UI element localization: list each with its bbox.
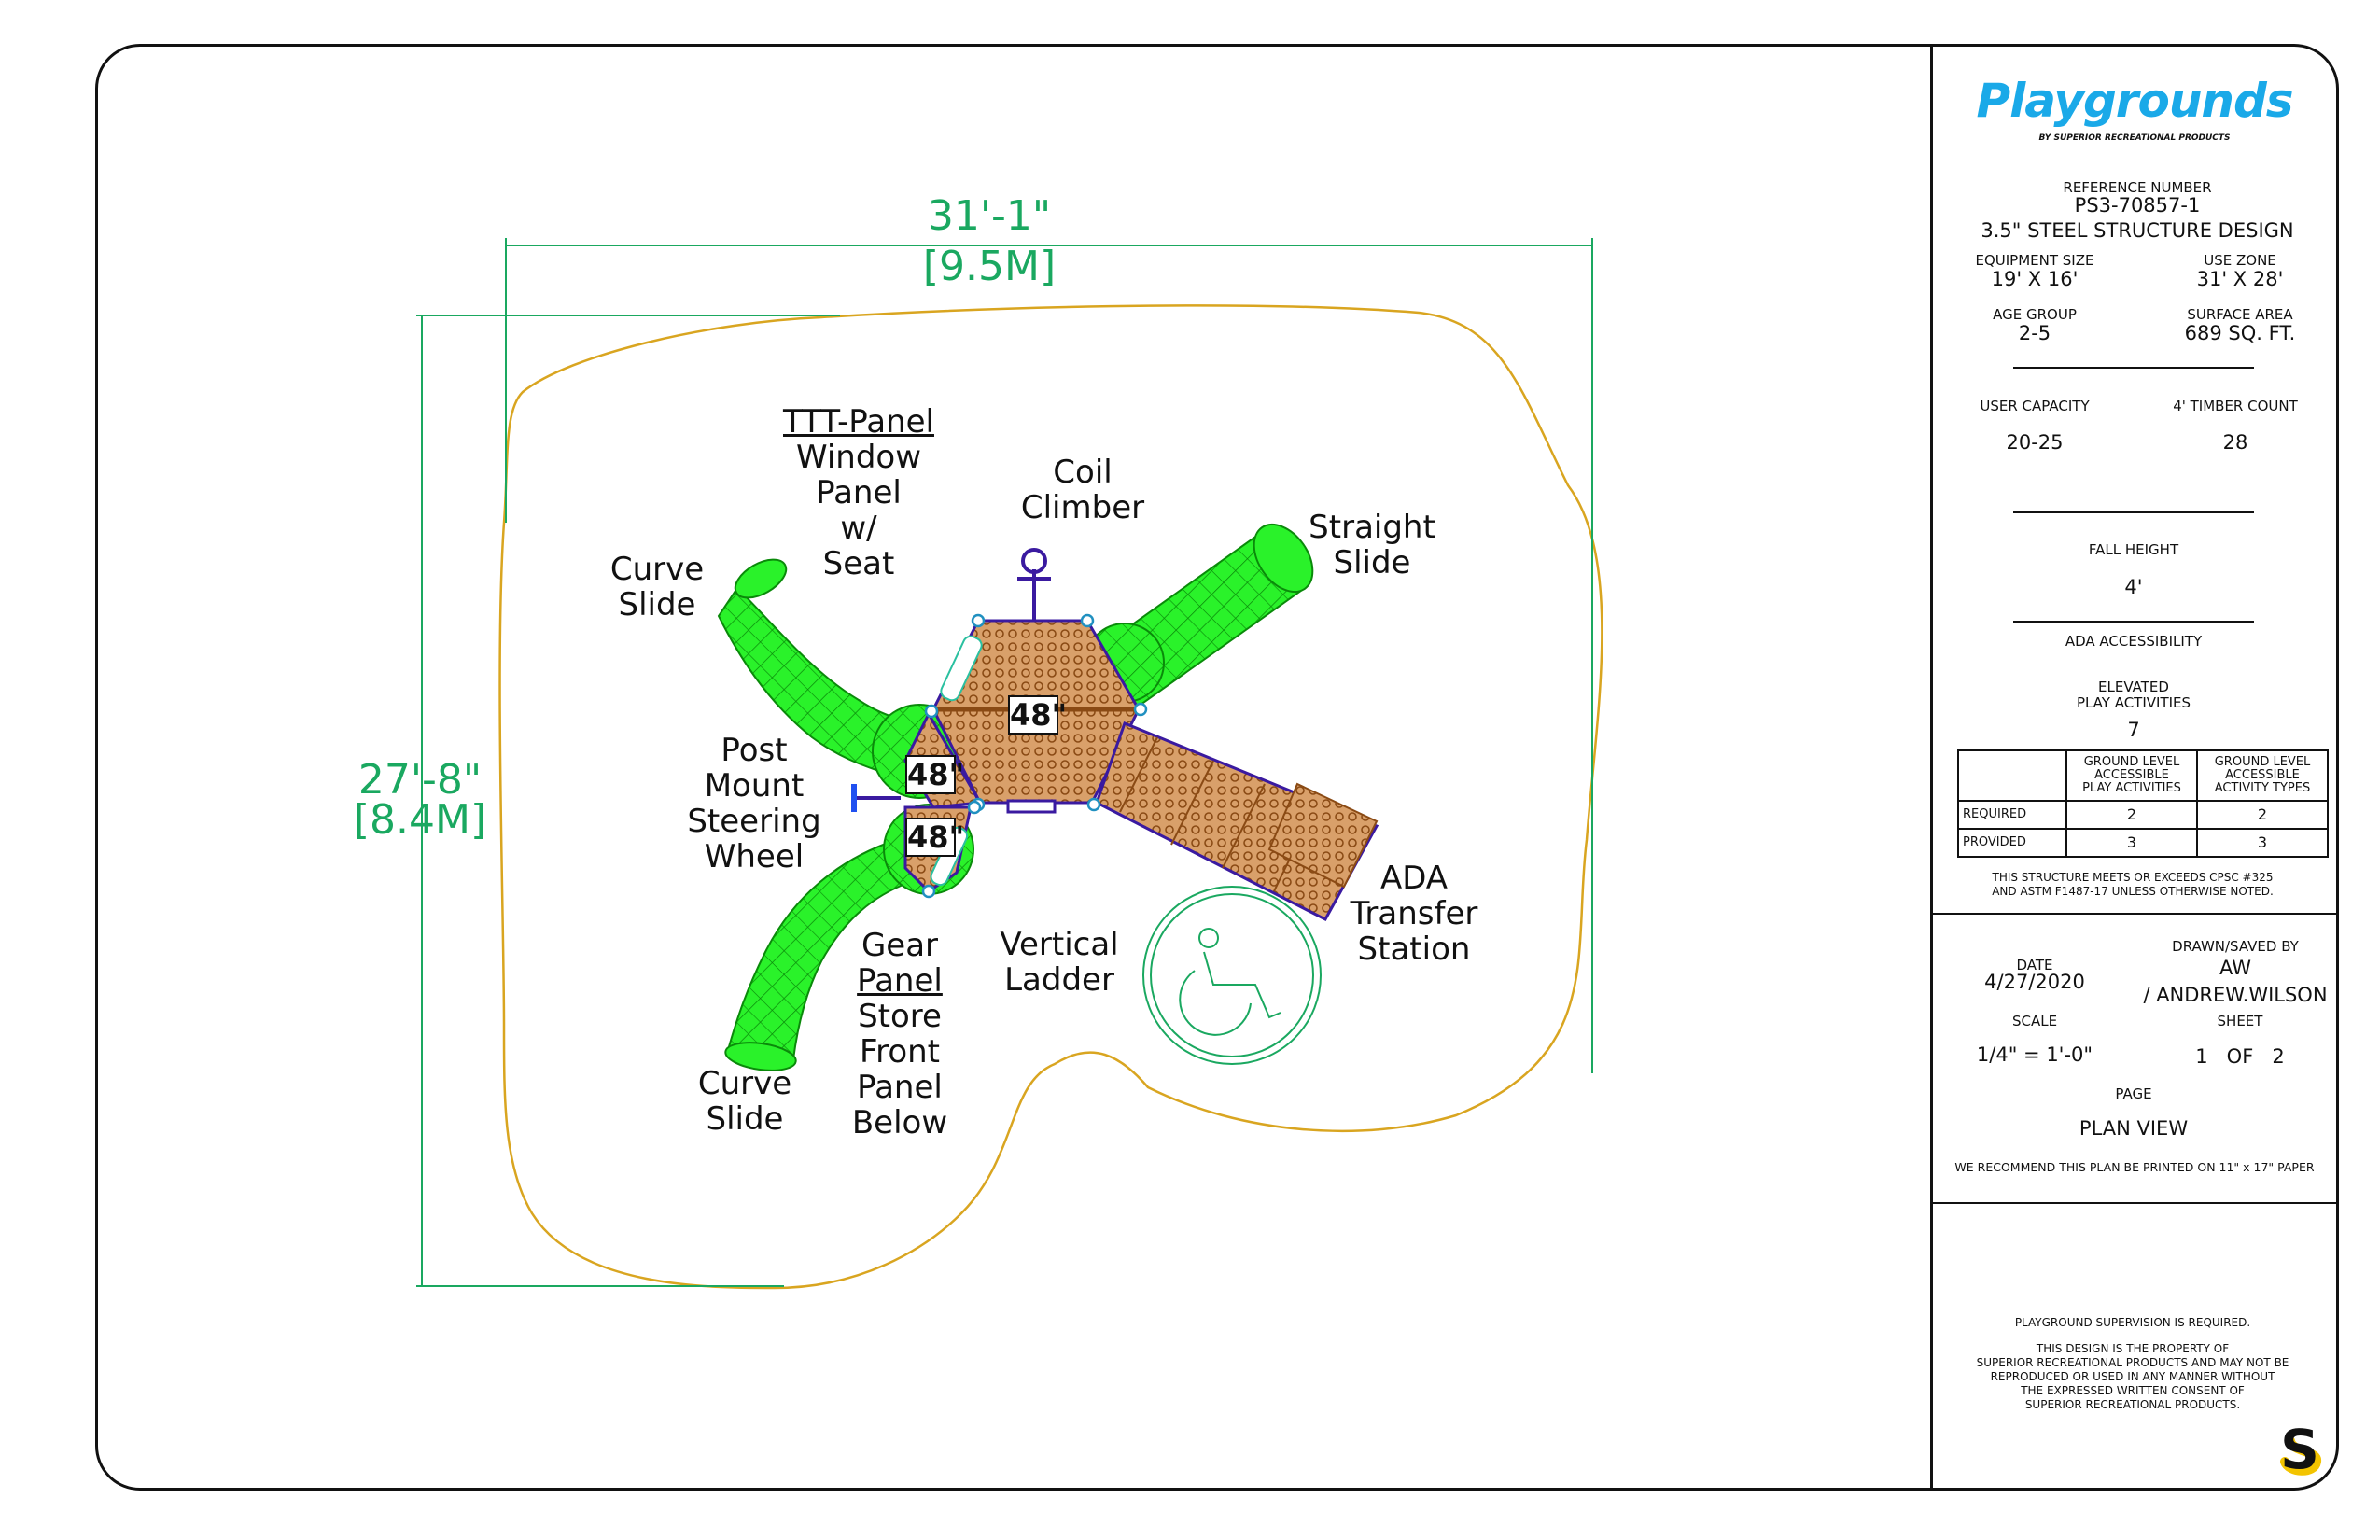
use-zone: 31' X 28' xyxy=(2196,268,2284,290)
label-coil-climber: Coil Climber xyxy=(1020,454,1145,526)
platform-height-tag: 48" xyxy=(905,755,965,794)
label-ttt-panel: TTT-Panel Window Panel w/ Seat xyxy=(783,403,934,582)
scale: 1/4" = 1'-0" xyxy=(1976,1043,2093,1066)
steering-wheel xyxy=(851,784,901,812)
divider-rule xyxy=(2013,367,2254,369)
label-ada-transfer: ADA Transfer Station xyxy=(1350,860,1478,968)
depth-dimension xyxy=(416,315,840,1287)
compliance-note: AND ASTM F1487-17 UNLESS OTHERWISE NOTED… xyxy=(1992,885,2274,898)
age-group: 2-5 xyxy=(2018,322,2051,344)
elevated-label: ELEVATED xyxy=(2098,679,2169,695)
sheet: 1 OF 2 xyxy=(2195,1045,2285,1068)
corner-logo-mark: S xyxy=(2280,1418,2321,1481)
sheet-label: SHEET xyxy=(2217,1013,2263,1029)
ada-transfer-station xyxy=(1095,721,1379,921)
date-label: DATE xyxy=(2016,957,2053,973)
equipment-size-label: EQUIPMENT SIZE xyxy=(1975,252,2094,269)
timber-count-label: 4' TIMBER COUNT xyxy=(2173,398,2298,414)
reference-number: PS3-70857-1 xyxy=(2074,194,2201,217)
label-post-mount: Post Mount Steering Wheel xyxy=(687,732,821,875)
platform-height-tag: 48" xyxy=(1008,695,1068,735)
label-vertical-ladder: Vertical Ladder xyxy=(1000,926,1119,999)
vertical-ladder xyxy=(1006,799,1057,814)
age-group-label: AGE GROUP xyxy=(1993,306,2077,323)
section-rule xyxy=(1930,913,2339,915)
reference-label: REFERENCE NUMBER xyxy=(2063,179,2212,196)
label-curve-slide-bottom: Curve Slide xyxy=(697,1065,792,1138)
page-name: PLAN VIEW xyxy=(2079,1117,2189,1140)
compliance-note: THIS STRUCTURE MEETS OR EXCEEDS CPSC #32… xyxy=(1992,871,2274,884)
depth-dimension-ft: 27'-8" xyxy=(357,756,483,804)
ada-symbol xyxy=(1142,886,1322,1065)
drawn-by-initials: AW xyxy=(2219,957,2251,979)
label-straight-slide: Straight Slide xyxy=(1309,509,1435,581)
elevated-count: 7 xyxy=(2127,719,2140,741)
table-header: GROUND LEVEL ACCESSIBLE PLAY ACTIVITIES xyxy=(2065,749,2198,802)
label-gear-panel: Gear Panel Store Front Panel Below xyxy=(851,927,948,1141)
user-capacity: 20-25 xyxy=(2006,431,2064,454)
print-note: WE RECOMMEND THIS PLAN BE PRINTED ON 11"… xyxy=(1954,1160,2315,1174)
page-label: PAGE xyxy=(2115,1085,2152,1102)
fall-height: 4' xyxy=(2124,576,2143,598)
surface-area-label: SURFACE AREA xyxy=(2187,306,2293,323)
width-dimension-ft: 31'-1" xyxy=(927,192,1052,240)
fall-height-label: FALL HEIGHT xyxy=(2088,541,2179,558)
accessibility-table: GROUND LEVEL ACCESSIBLE PLAY ACTIVITIES … xyxy=(1957,749,2329,858)
surface-area: 689 SQ. FT. xyxy=(2184,322,2296,344)
use-zone-label: USE ZONE xyxy=(2204,252,2276,269)
posts xyxy=(921,613,1148,899)
playgrounds-logo: Playgrounds xyxy=(1976,74,2293,128)
ada-accessibility-label: ADA ACCESSIBILITY xyxy=(2065,633,2203,650)
structure-design: 3.5" STEEL STRUCTURE DESIGN xyxy=(1981,219,2294,242)
supervision-note: PLAYGROUND SUPERVISION IS REQUIRED. xyxy=(2014,1316,2251,1329)
platform-height-tag: 48" xyxy=(905,818,965,857)
elevated-label: PLAY ACTIVITIES xyxy=(2076,694,2191,711)
date: 4/27/2020 xyxy=(1984,971,2085,993)
width-dimension xyxy=(505,238,1593,1073)
title-block-divider xyxy=(1930,44,1933,1491)
scale-label: SCALE xyxy=(2011,1013,2058,1029)
drawn-by-name: / ANDREW.WILSON xyxy=(2143,984,2328,1006)
drawn-by-label: DRAWN/SAVED BY xyxy=(2172,938,2299,955)
divider-rule xyxy=(2013,511,2254,513)
coil-climber xyxy=(1017,548,1051,621)
timber-count: 28 xyxy=(2222,431,2248,454)
table-row: PROVIDED 3 3 xyxy=(1957,828,2329,858)
width-dimension-m: [9.5M] xyxy=(922,243,1057,290)
table-header: GROUND LEVEL ACCESSIBLE ACTIVITY TYPES xyxy=(2196,749,2329,802)
use-zone-outline xyxy=(498,304,1603,1290)
equipment-size: 19' X 16' xyxy=(1991,268,2079,290)
property-note: THIS DESIGN IS THE PROPERTY OF SUPERIOR … xyxy=(1976,1342,2289,1411)
section-rule xyxy=(1930,1202,2339,1204)
table-row: REQUIRED 2 2 xyxy=(1957,800,2329,830)
logo-subtitle: BY SUPERIOR RECREATIONAL PRODUCTS xyxy=(2038,133,2231,143)
depth-dimension-m: [8.4M] xyxy=(353,796,487,844)
user-capacity-label: USER CAPACITY xyxy=(1980,398,2090,414)
ttt-panel xyxy=(940,635,983,702)
divider-rule xyxy=(2013,621,2254,623)
label-curve-slide-top: Curve Slide xyxy=(609,551,705,623)
